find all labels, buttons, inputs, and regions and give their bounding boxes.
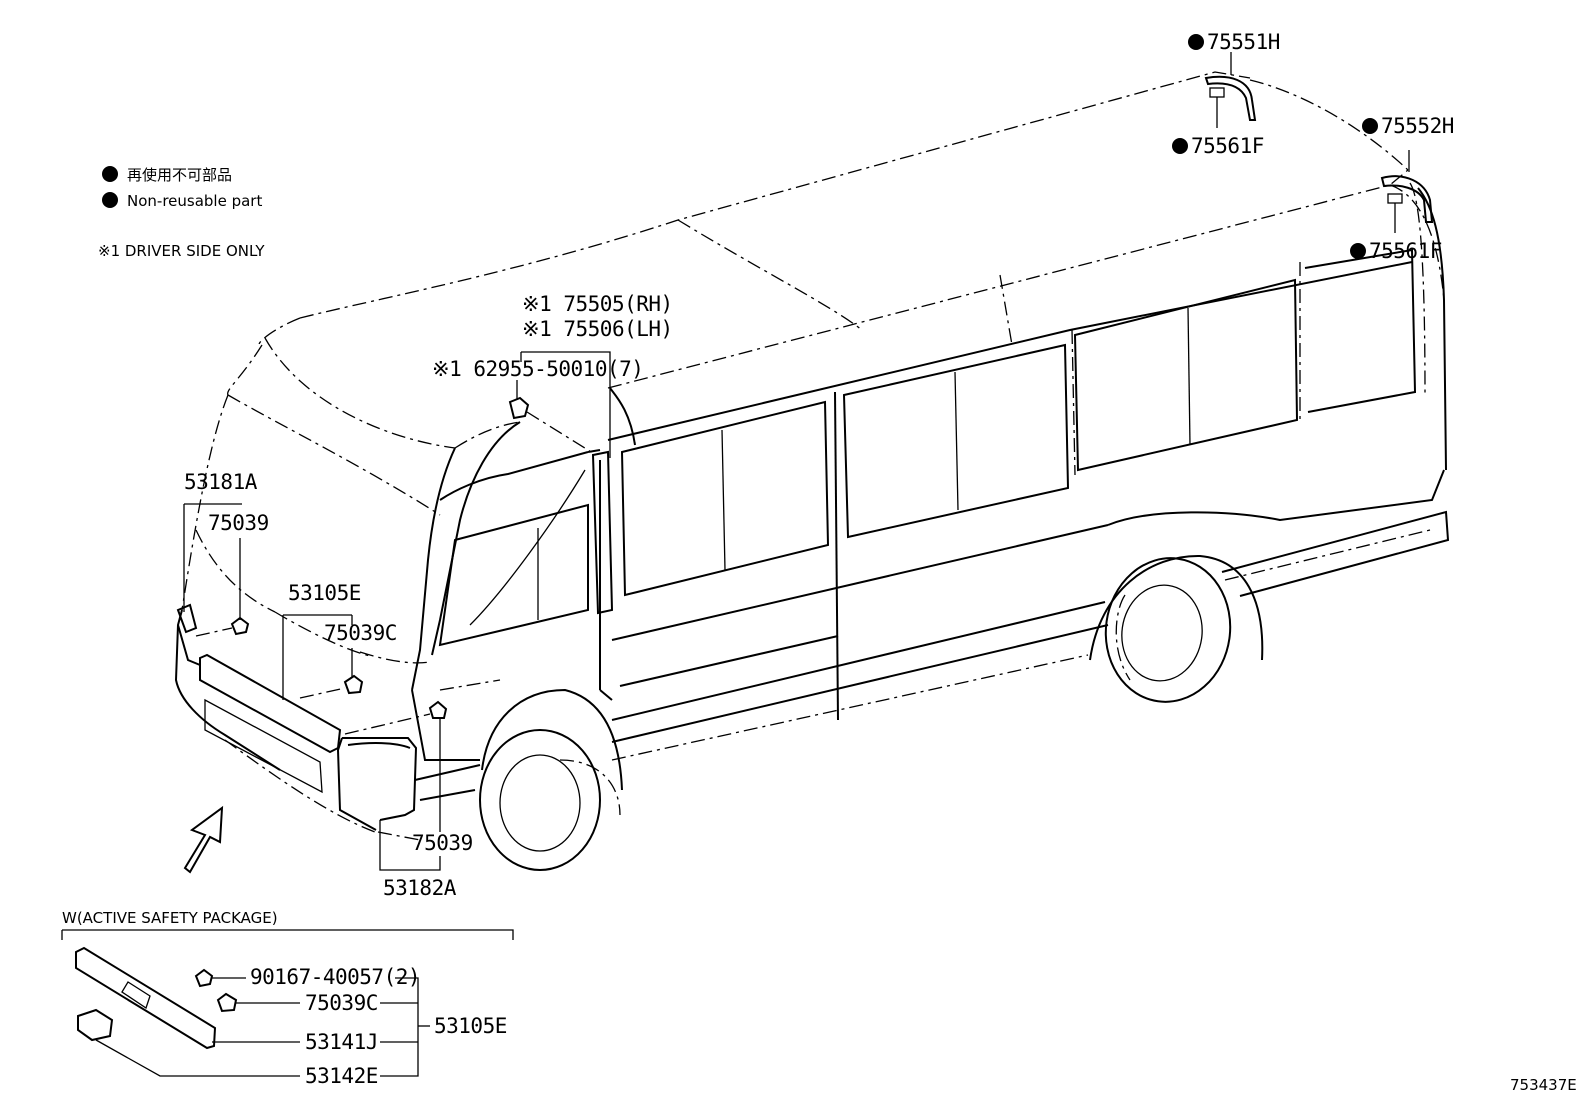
clip-75039-lower-icon <box>428 700 448 719</box>
part-75561f-label: 75561F <box>1191 134 1264 158</box>
part-53181a-label: 53181A <box>184 470 258 494</box>
inset-part-53142e-label: 53142E <box>305 1064 378 1088</box>
non-reusable-mark-icon <box>1350 243 1366 259</box>
part-75506-label: ※1 75506(LH) <box>522 317 673 341</box>
bolt-90167-icon <box>194 968 214 988</box>
part-75561f-label: 75561F <box>1369 239 1442 263</box>
clip-62955-icon <box>508 396 530 420</box>
part-62955-label: ※1 62955-50010(7) <box>432 357 643 381</box>
clip-75039c-icon <box>343 674 364 695</box>
callouts: 75551H 75552H 75561F 75561F ※1 75505(RH)… <box>183 30 1454 900</box>
inset-part-75039c-label: 75039C <box>305 991 378 1015</box>
inset-part-90167-label: 90167-40057(2) <box>250 965 420 989</box>
legend-japanese-label: 再使用不可部品 <box>127 166 232 184</box>
legend: 再使用不可部品 Non-reusable part ※1 DRIVER SIDE… <box>98 166 265 260</box>
non-reusable-bullet-icon <box>102 192 118 208</box>
bus-outline <box>174 71 1450 871</box>
part-75039-bottom-label: 75039 <box>412 831 473 855</box>
legend-english-label: Non-reusable part <box>127 192 262 210</box>
front-direction-arrow-icon <box>183 805 224 874</box>
inset-title: W(ACTIVE SAFETY PACKAGE) <box>62 909 278 927</box>
clip-75039c-icon <box>216 992 238 1013</box>
inset-active-safety-package: W(ACTIVE SAFETY PACKAGE) 90167-40057(2) … <box>61 909 514 1088</box>
driver-side-note: ※1 DRIVER SIDE ONLY <box>98 242 265 260</box>
grille-molding-53141j-icon <box>75 946 217 1050</box>
inset-part-53141j-label: 53141J <box>305 1030 378 1054</box>
part-53105e-label: 53105E <box>288 581 361 605</box>
non-reusable-mark-icon <box>1188 34 1204 50</box>
non-reusable-mark-icon <box>1172 138 1188 154</box>
emblem-53142e-icon <box>77 1008 114 1042</box>
figure-id: 753437E <box>1510 1076 1577 1094</box>
clip-icon <box>1387 193 1403 204</box>
part-75039-top-label: 75039 <box>208 511 269 535</box>
clip-75039-icon <box>230 616 250 636</box>
part-75039c-label: 75039C <box>324 621 397 645</box>
part-75552h-label: 75552H <box>1381 114 1454 138</box>
non-reusable-mark-icon <box>1362 118 1378 134</box>
part-75505-label: ※1 75505(RH) <box>522 292 673 316</box>
part-75551h-label: 75551H <box>1207 30 1280 54</box>
part-53182a-label: 53182A <box>383 876 457 900</box>
inset-part-53105e-label: 53105E <box>434 1014 507 1038</box>
non-reusable-bullet-icon <box>102 166 118 182</box>
roof-molding-parts <box>1204 52 1434 233</box>
clip-icon <box>1209 87 1225 98</box>
